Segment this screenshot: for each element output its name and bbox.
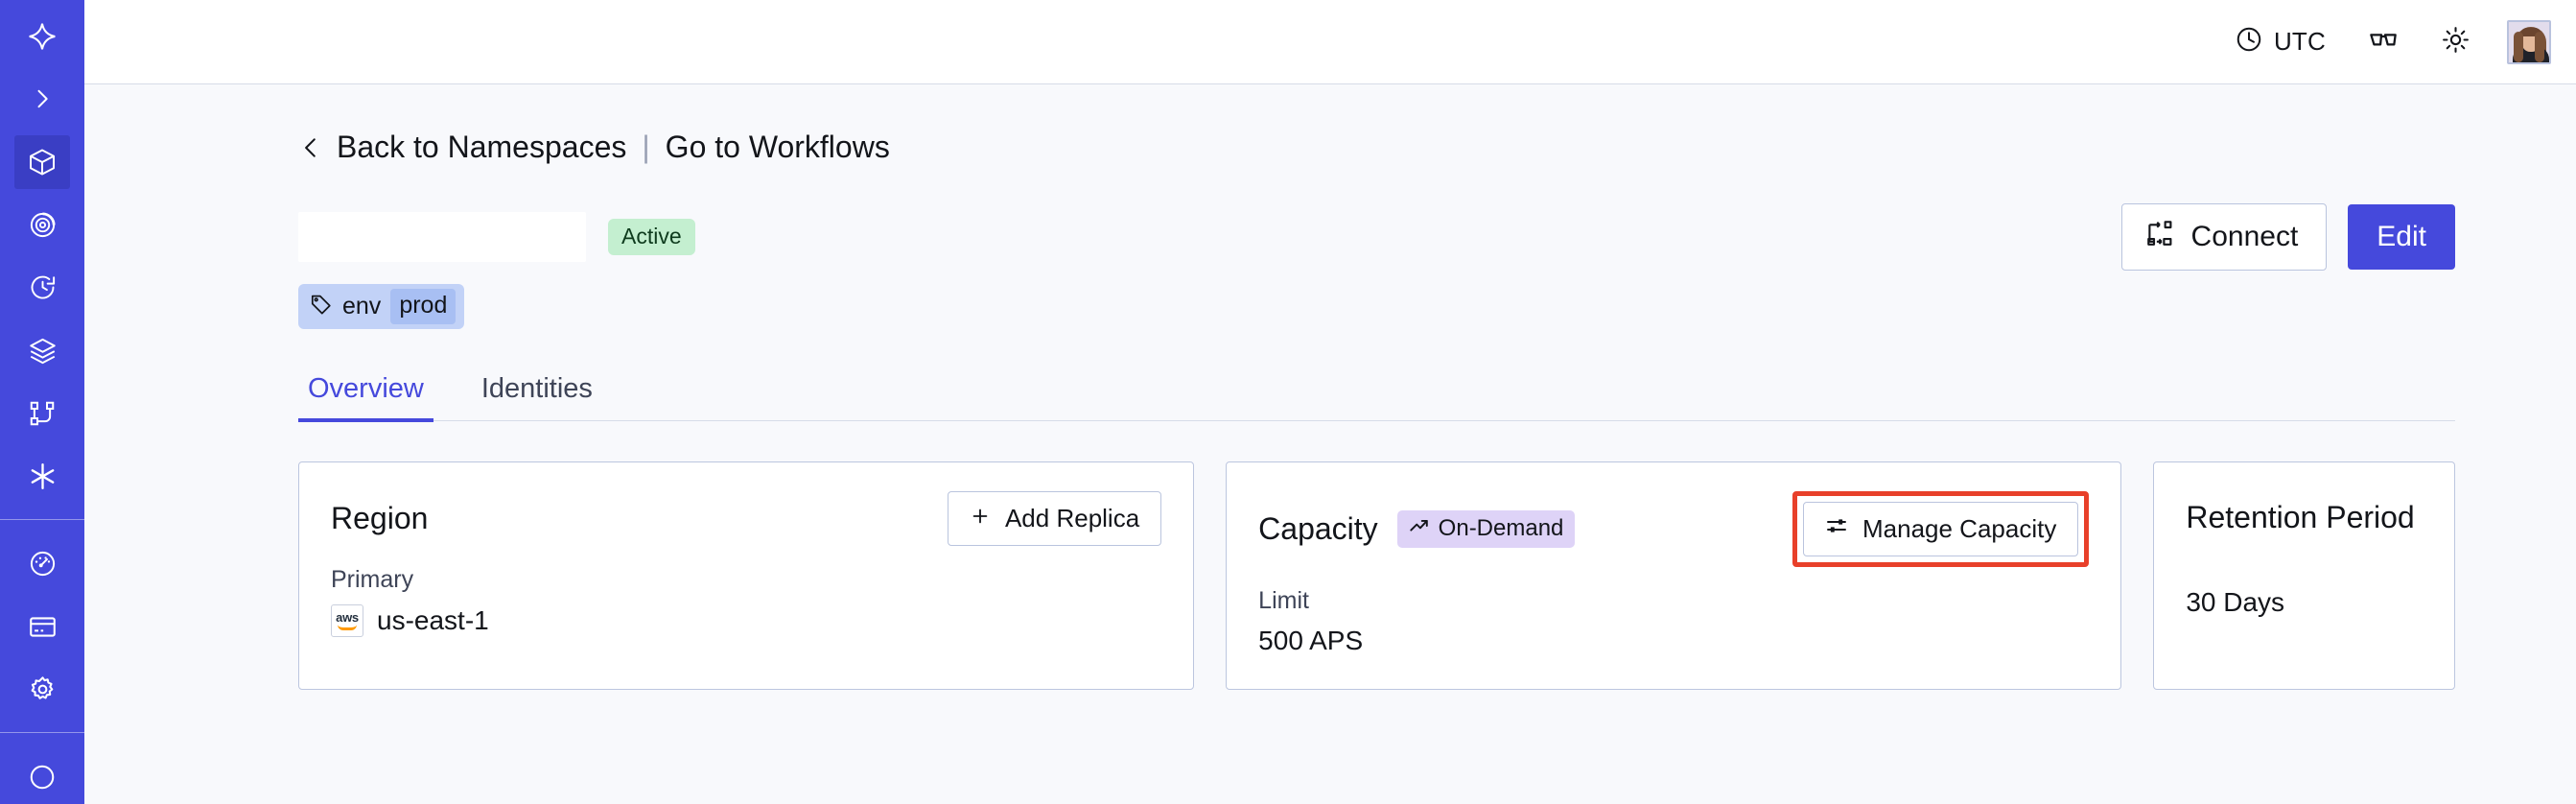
- region-card-head: Region Add Replica: [331, 491, 1162, 546]
- primary-sidebar: [0, 0, 84, 804]
- plus-icon: [970, 504, 991, 533]
- top-header-bar: UTC: [84, 0, 2576, 84]
- tag-value: prod: [390, 289, 457, 324]
- breadcrumb: Back to Namespaces | Go to Workflows: [298, 130, 2455, 165]
- manage-capacity-label: Manage Capacity: [1862, 514, 2057, 543]
- capacity-card-title: Capacity: [1258, 511, 1378, 546]
- avatar-fringe: [2520, 27, 2541, 36]
- status-badge: Active: [608, 219, 695, 255]
- capacity-mode-badge: On-Demand: [1396, 510, 1576, 548]
- tab-overview[interactable]: Overview: [298, 373, 433, 422]
- theme-toggle-button[interactable]: [2420, 19, 2492, 65]
- page-content: Back to Namespaces | Go to Workflows Act…: [84, 84, 2576, 804]
- manage-capacity-highlight: Manage Capacity: [1792, 491, 2090, 567]
- temporal-logo-icon: [27, 21, 58, 52]
- glasses-icon: [2368, 24, 2399, 59]
- eye-spiral-icon: [28, 210, 58, 240]
- trending-up-icon: [1409, 515, 1430, 541]
- overview-cards: Region Add Replica Primary aws: [298, 461, 2455, 690]
- region-card-title: Region: [331, 501, 429, 535]
- tag-row: env prod: [298, 284, 2455, 329]
- credit-card-icon: [28, 612, 58, 642]
- chevron-left-icon[interactable]: [298, 133, 323, 162]
- capacity-mode-label: On-Demand: [1438, 514, 1564, 541]
- sun-icon: [2441, 25, 2471, 59]
- namespace-tag-chip[interactable]: env prod: [298, 284, 465, 329]
- tab-bar: Overview Identities: [298, 373, 2455, 422]
- asterisk-icon: [27, 461, 59, 492]
- sidebar-item-billing[interactable]: [14, 600, 70, 653]
- sidebar-item-history[interactable]: [14, 261, 70, 315]
- retention-value: 30 Days: [2186, 587, 2285, 617]
- avatar[interactable]: [2507, 19, 2551, 64]
- page-title: [298, 212, 586, 262]
- main-column: UTC: [84, 0, 2576, 804]
- sliders-icon: [1825, 514, 1848, 544]
- capacity-card-head: Capacity On-Demand: [1258, 491, 2090, 567]
- retention-card: Retention Period 30 Days: [2153, 461, 2455, 690]
- connect-button[interactable]: Connect: [2120, 203, 2328, 271]
- avatar-hair-left: [2514, 31, 2523, 62]
- region-value: us-east-1: [377, 605, 489, 635]
- manage-capacity-button[interactable]: Manage Capacity: [1803, 502, 2079, 556]
- tab-identities[interactable]: Identities: [480, 373, 593, 404]
- sidebar-item-help[interactable]: [14, 750, 70, 804]
- header-actions: Connect Edit: [2120, 203, 2455, 271]
- connect-flow-icon: [2145, 219, 2174, 255]
- sidebar-item-workflows[interactable]: [14, 387, 70, 440]
- aws-logo-text: aws: [336, 610, 359, 625]
- add-replica-label: Add Replica: [1004, 504, 1140, 532]
- gear-icon: [28, 674, 58, 704]
- breadcrumb-separator: |: [642, 130, 650, 164]
- workflow-nodes-icon: [28, 399, 57, 428]
- retention-card-title: Retention Period: [2186, 499, 2415, 534]
- sidebar-item-settings[interactable]: [14, 663, 70, 717]
- layers-icon: [28, 336, 58, 366]
- aws-logo-swoosh: [338, 625, 357, 630]
- cube-icon: [27, 147, 58, 177]
- region-primary-label: Primary: [331, 566, 414, 593]
- sidebar-divider-2: [0, 732, 84, 734]
- tag-icon: [310, 293, 333, 320]
- gauge-icon: [28, 549, 58, 579]
- capacity-limit-value: 500 APS: [1258, 626, 1364, 655]
- breadcrumb-go-to-workflows[interactable]: Go to Workflows: [665, 130, 890, 164]
- sidebar-item-usage[interactable]: [14, 537, 70, 591]
- add-replica-button[interactable]: Add Replica: [947, 491, 1162, 546]
- sidebar-item-observability[interactable]: [14, 199, 70, 252]
- connect-button-label: Connect: [2190, 221, 2299, 252]
- avatar-hair-right: [2535, 31, 2544, 62]
- sidebar-item-namespaces[interactable]: [14, 135, 70, 189]
- chevron-right-icon: [29, 85, 56, 112]
- docs-button[interactable]: [2347, 18, 2420, 65]
- aws-logo-icon: aws: [331, 604, 363, 637]
- sidebar-item-layers[interactable]: [14, 324, 70, 378]
- help-circle-icon: [28, 763, 57, 792]
- sidebar-item-expand[interactable]: [14, 73, 70, 127]
- breadcrumb-back-to-namespaces[interactable]: Back to Namespaces: [337, 130, 627, 164]
- tag-key: env: [342, 293, 382, 319]
- namespace-header-row: Active: [298, 203, 2455, 271]
- sidebar-divider-1: [0, 519, 84, 520]
- retention-card-head: Retention Period: [2186, 491, 2423, 543]
- capacity-card: Capacity On-Demand: [1226, 461, 2122, 690]
- sidebar-item-temporal-logo[interactable]: [14, 10, 70, 63]
- clock-icon: [2235, 25, 2263, 59]
- edit-button[interactable]: Edit: [2348, 204, 2455, 270]
- capacity-limit-label: Limit: [1258, 587, 1309, 614]
- timezone-selector[interactable]: UTC: [2213, 19, 2347, 64]
- history-clock-icon: [28, 272, 58, 302]
- sidebar-item-nexus[interactable]: [14, 450, 70, 504]
- timezone-label: UTC: [2273, 27, 2326, 56]
- region-value-row: aws us-east-1: [331, 604, 1161, 637]
- region-card: Region Add Replica Primary aws: [298, 461, 1195, 690]
